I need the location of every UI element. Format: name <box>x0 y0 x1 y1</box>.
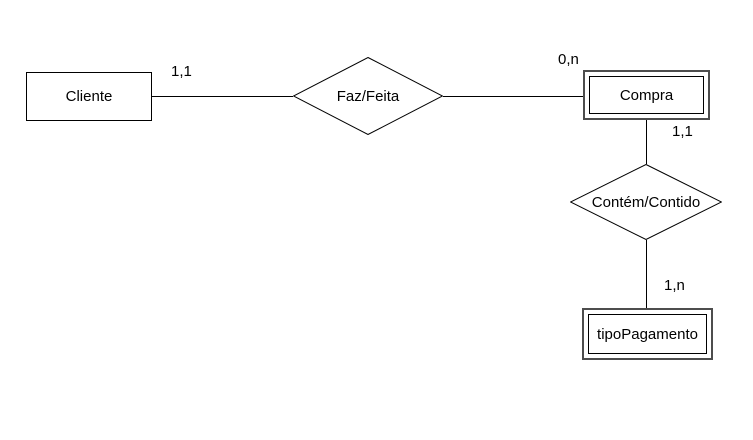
entity-tipopagamento: tipoPagamento <box>582 308 713 360</box>
entity-compra: Compra <box>583 70 710 120</box>
connector-fazfeita-compra <box>443 96 583 97</box>
relationship-contem-contido-label: Contém/Contido <box>591 193 701 211</box>
entity-cliente-label: Cliente <box>65 88 113 105</box>
relationship-faz-feita: Faz/Feita <box>293 57 443 135</box>
cardinality-contem-tipo: 1,n <box>664 277 685 294</box>
diamond-shape <box>570 164 722 240</box>
entity-compra-inner-frame: Compra <box>589 76 704 114</box>
relationship-contem-contido: Contém/Contido <box>570 164 722 240</box>
entity-tipopagamento-inner-frame: tipoPagamento <box>588 314 707 354</box>
cardinality-compra-contem: 1,1 <box>672 123 693 140</box>
connector-cliente-fazfeita <box>152 96 293 97</box>
relationship-faz-feita-label: Faz/Feita <box>336 87 400 105</box>
connector-contem-tipo <box>646 240 647 308</box>
entity-tipopagamento-label: tipoPagamento <box>597 325 698 343</box>
cardinality-cliente-fazfeita: 1,1 <box>171 63 192 80</box>
diamond-shape <box>293 57 443 135</box>
cardinality-fazfeita-compra: 0,n <box>558 51 579 68</box>
connector-compra-contem <box>646 120 647 164</box>
entity-cliente: Cliente <box>26 72 152 121</box>
entity-compra-label: Compra <box>619 86 674 104</box>
